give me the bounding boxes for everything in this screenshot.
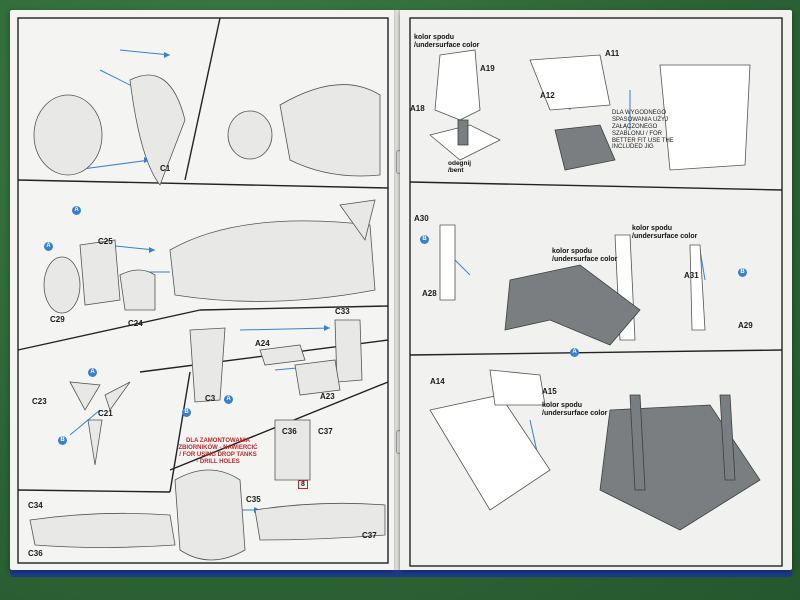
engine-cowling-drawing	[33, 94, 103, 176]
aircraft-fuselage-drawing	[169, 220, 376, 302]
propeller-blade-3	[104, 381, 131, 411]
wing-right-drawing	[254, 502, 386, 541]
undersurface-color-label: kolor spodu /undersurface color	[552, 248, 618, 263]
part-label: C34	[28, 501, 43, 510]
a24-drawing	[259, 344, 306, 366]
marker-a-badge: A	[570, 348, 579, 357]
a23-drawing	[294, 359, 341, 396]
divider-4	[17, 489, 171, 493]
radial-engine-drawing	[227, 110, 273, 160]
part-label: A30	[414, 214, 429, 223]
drill-holes-note: Dla zamontowania zbiorników - nawiercić …	[178, 438, 258, 465]
right-line-art	[429, 49, 751, 511]
marker-a-badge: A	[224, 395, 233, 404]
part-label: C23	[32, 397, 47, 406]
gear-bay-assembly-drawing	[429, 394, 551, 511]
marker-b-badge: B	[182, 408, 191, 417]
part-label: A24	[255, 339, 270, 348]
gear-leg-left	[629, 394, 646, 491]
gear-leg-right	[719, 394, 736, 481]
part-label: C3	[205, 394, 216, 403]
part-label: C36	[282, 427, 297, 436]
part-label: A14	[430, 377, 445, 386]
right-page-frames	[409, 17, 783, 567]
marker-b-badge: B	[58, 436, 67, 445]
wing-underside-drawing	[274, 419, 311, 481]
fuselage-panel-drawing	[129, 74, 186, 186]
bend-label: odegnij /bent	[448, 160, 472, 175]
divider-1b	[184, 17, 221, 181]
part-label: A29	[738, 321, 753, 330]
marker-b-badge: B	[738, 268, 747, 277]
propeller-blade-1	[69, 381, 101, 411]
part-label: C24	[128, 319, 143, 328]
right-outer-frame	[409, 17, 783, 567]
left-page-frames	[17, 17, 389, 564]
part-label: C37	[318, 427, 333, 436]
wing-left-drawing	[29, 512, 176, 548]
a11-drawing	[529, 54, 611, 111]
part-label: C1	[160, 164, 171, 173]
drill-marker: 8	[298, 480, 308, 489]
undercarriage-frame-part	[504, 264, 641, 346]
left-line-art	[29, 74, 386, 561]
part-label: C29	[50, 315, 65, 324]
part-label: C35	[246, 495, 261, 504]
undersurface-color-label: kolor spodu /undersurface color	[632, 225, 698, 240]
part-label: C25	[98, 237, 113, 246]
part-label: A11	[605, 49, 620, 58]
part-label: A18	[410, 104, 425, 113]
left-page: C1 C25 C29 C24 A A C33 A24 A23 C3 B A C2…	[10, 10, 394, 570]
fuselage-lower-drawing	[189, 327, 226, 403]
cowl-ring-drawing	[79, 239, 121, 306]
part-label: C36	[28, 549, 43, 558]
aircraft-front-view-drawing	[174, 469, 246, 561]
marker-a-badge: A	[72, 206, 81, 215]
marker-a-badge: A	[88, 368, 97, 377]
part-label: C33	[335, 307, 350, 316]
cowl-flap-drawing	[119, 269, 156, 311]
booklet-fold	[394, 10, 400, 570]
part-label: A12	[540, 91, 555, 100]
c33-panel-drawing	[334, 319, 363, 383]
a28-strut-drawing	[439, 224, 456, 301]
marker-a-badge: A	[44, 242, 53, 251]
part-label: A15	[542, 387, 557, 396]
jig-part	[554, 124, 616, 171]
divider-2	[409, 349, 783, 356]
part-label: A28	[422, 289, 437, 298]
tail-fin-drawing	[339, 199, 376, 241]
undersurface-color-label: kolor spodu /undersurface color	[414, 34, 480, 49]
left-outer-frame	[17, 17, 389, 564]
part-label: C21	[98, 409, 113, 418]
part-label: A19	[480, 64, 495, 73]
divider-4b	[169, 371, 191, 493]
a14-a15-drawing	[489, 369, 546, 406]
right-page: kolor spodu /undersurface color A19 A18 …	[400, 10, 792, 570]
part-label: A23	[320, 392, 335, 401]
divider-2	[17, 309, 201, 351]
a31-strut-drawing	[689, 244, 706, 331]
spinner-ring-drawing	[43, 256, 81, 314]
undersurface-color-label: kolor spodu /undersurface color	[542, 402, 608, 417]
propeller-blade-2	[87, 419, 103, 466]
divider-2b	[199, 305, 389, 311]
marker-b-badge: B	[420, 235, 429, 244]
part-label: C37	[362, 531, 377, 540]
fuselage-front-drawing	[279, 84, 381, 177]
divider-1	[17, 179, 389, 189]
jig-note: Dla wygodnego spasowania użyj załączoneg…	[612, 110, 674, 151]
jig-assembly-drawing	[659, 64, 751, 171]
gray-molded-parts	[457, 119, 761, 531]
instruction-booklet: C1 C25 C29 C24 A A C33 A24 A23 C3 B A C2…	[10, 10, 792, 588]
gear-bay-part	[599, 404, 761, 531]
part-label: A31	[684, 271, 699, 280]
a19-gray-part	[457, 119, 469, 146]
divider-1	[409, 181, 783, 191]
a19-gear-strut-drawing	[434, 49, 481, 121]
